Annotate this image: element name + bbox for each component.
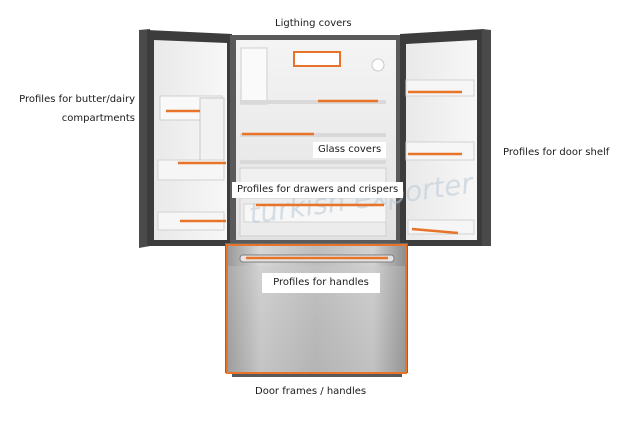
marker-door-frame (226, 244, 407, 374)
right-door-bin-1 (405, 79, 475, 97)
label-butter-dairy-line2: compartments (61, 113, 135, 124)
right-door-edge (482, 29, 491, 246)
shelf-1 (240, 100, 386, 104)
label-door-frames: Door frames / handles (255, 386, 367, 397)
freezer-drawer (225, 243, 408, 377)
right-door-liner (406, 40, 477, 240)
freezer-foot (232, 372, 402, 377)
right-door-bin-2 (405, 141, 475, 161)
marker-lighting-cover (293, 51, 341, 67)
highlight-markers (166, 51, 462, 374)
control-panel (293, 51, 341, 67)
label-door-shelf: Profiles for door shelf (503, 147, 610, 158)
right-door (400, 29, 491, 246)
light-fixture (371, 58, 385, 72)
label-drawers-crispers: Profiles for drawers and crispers (232, 182, 404, 198)
shelf-3 (240, 160, 386, 164)
left-door-liner (154, 40, 227, 240)
label-glass-covers: Glass covers (313, 142, 387, 158)
water-filter (240, 47, 268, 105)
label-handles: Profiles for handles (262, 273, 380, 293)
left-door (139, 29, 232, 248)
label-lighting-covers: Ligthing covers (275, 18, 352, 29)
left-door-bin-mid (157, 159, 225, 181)
label-butter-dairy: Profiles for butter/dairy compartments (10, 93, 135, 126)
label-butter-dairy-line1: Profiles for butter/dairy (19, 94, 135, 105)
marker-door-shelf-3 (411, 227, 459, 235)
